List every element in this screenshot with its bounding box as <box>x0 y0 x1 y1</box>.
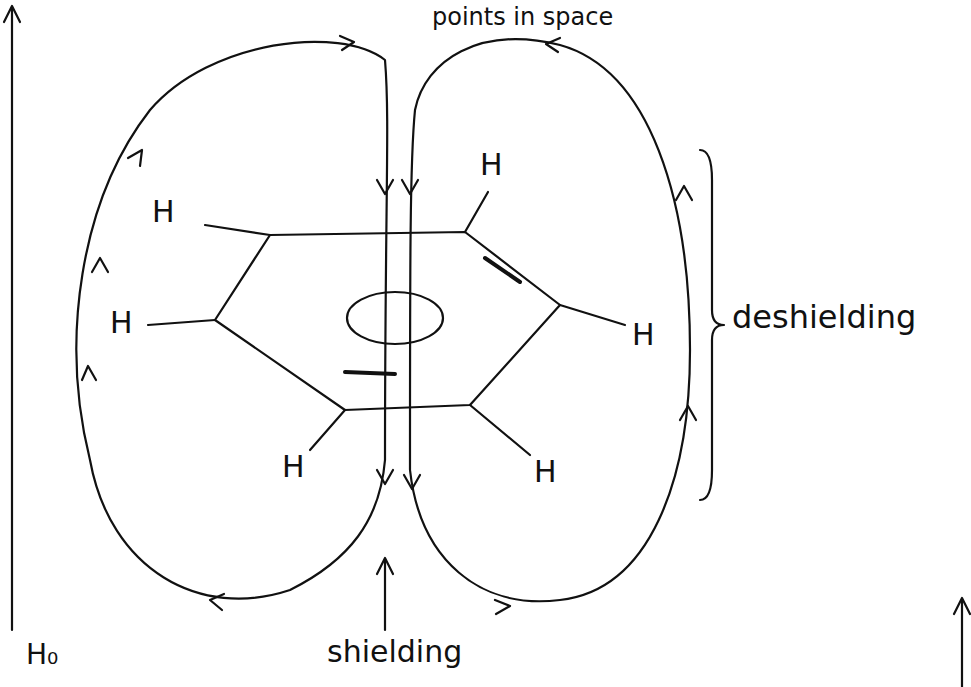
arrow-mark <box>128 150 142 166</box>
arrow-head <box>377 558 393 574</box>
arrow-mark <box>340 36 354 50</box>
arrow-mark <box>680 406 696 420</box>
arrow-head <box>954 598 970 614</box>
region-label: shielding <box>325 635 464 668</box>
ch-bond <box>560 305 625 325</box>
arrow-mark <box>210 594 224 610</box>
field-label: H₀ <box>24 640 60 671</box>
field-line-right <box>410 39 690 601</box>
arrow-mark <box>546 38 560 52</box>
arrow-mark <box>495 600 510 614</box>
ch-bond <box>310 410 345 450</box>
arrow-mark <box>82 366 96 380</box>
pointer-arrow <box>384 560 386 630</box>
arrow-mark <box>377 180 393 194</box>
benzene-hexagon <box>215 232 560 410</box>
ch-bond <box>148 320 215 325</box>
ch-bond <box>465 192 488 232</box>
arrow-mark <box>404 475 420 489</box>
aromatic-circle <box>347 292 443 344</box>
note: points in space <box>430 4 615 30</box>
atom-label: H <box>532 455 559 488</box>
double-bond-mark <box>345 372 395 374</box>
atom-label: H <box>108 306 135 339</box>
double-bond-mark <box>485 258 520 282</box>
field-arrow <box>11 8 13 630</box>
atom-label: H <box>150 195 177 228</box>
field-line-left <box>77 42 388 599</box>
brace <box>700 150 724 500</box>
arrow-mark <box>676 186 692 200</box>
arrow-head <box>4 6 20 22</box>
atom-label: H <box>478 148 505 181</box>
atom-label: H <box>280 450 307 483</box>
region-label: deshielding <box>730 300 918 335</box>
arrow-mark <box>402 180 418 194</box>
ch-bond <box>205 225 270 235</box>
field-arrow <box>961 600 963 687</box>
arrow-mark <box>377 470 393 484</box>
ch-bond <box>470 405 530 455</box>
atom-label: H <box>630 318 657 351</box>
arrow-mark <box>92 258 108 272</box>
